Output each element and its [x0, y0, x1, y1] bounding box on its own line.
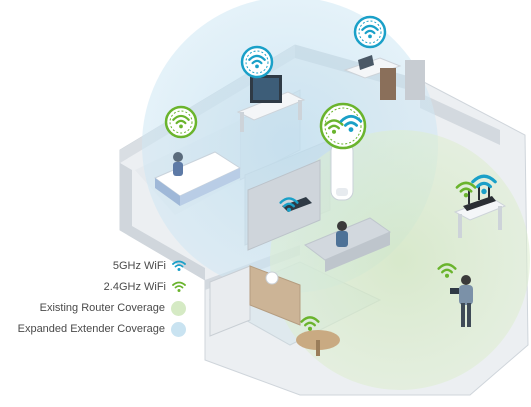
wifi-5ghz-badge-laptop [353, 15, 387, 49]
wifi-5ghz-icon [361, 24, 379, 39]
wifi-5ghz-badge-tv [240, 45, 274, 79]
legend-item-5ghz: 5GHz WiFi [113, 258, 186, 274]
extender-coverage-swatch [171, 321, 186, 337]
person-on-bed [173, 152, 183, 176]
wifi-2-4ghz-icon [300, 316, 320, 331]
range-extender [330, 141, 354, 201]
dining-table [296, 330, 340, 356]
router-desk [453, 184, 507, 238]
wifi-2-4ghz-icon [437, 263, 457, 278]
person-on-sofa [336, 221, 348, 247]
wifi-2-4ghz-icon [455, 181, 477, 198]
legend-label-5ghz: 5GHz WiFi [112, 260, 166, 272]
router-coverage-swatch [171, 300, 186, 316]
legend-label-2-4ghz: 2.4GHz WiFi [103, 281, 166, 293]
wifi-dual-badge-extender [319, 102, 367, 150]
wifi-2-4ghz-icon [324, 119, 344, 134]
desk-with-laptop [343, 55, 425, 100]
wifi-2-4ghz-icon [172, 281, 186, 292]
bed [153, 151, 242, 206]
legend-label-extender-coverage: Expanded Extender Coverage [17, 323, 165, 335]
tv [250, 75, 282, 103]
wifi-5ghz-icon [339, 114, 363, 132]
kitchen-cabinets [209, 265, 301, 337]
wifi-5ghz-icon [248, 54, 266, 69]
person-with-tablet [450, 275, 473, 327]
wifi-5ghz-icon [279, 197, 299, 212]
legend-label-router-coverage: Existing Router Coverage [39, 302, 165, 314]
legend-item-router-coverage: Existing Router Coverage [40, 300, 186, 316]
wifi-5ghz-icon [471, 174, 497, 195]
legend-item-2-4ghz: 2.4GHz WiFi [104, 279, 186, 295]
wifi-2-4ghz-icon [172, 114, 190, 129]
wifi-5ghz-icon [172, 260, 186, 271]
legend-item-extender-coverage: Expanded Extender Coverage [18, 321, 186, 337]
wifi-2-4ghz-badge-bedroom [164, 105, 198, 139]
